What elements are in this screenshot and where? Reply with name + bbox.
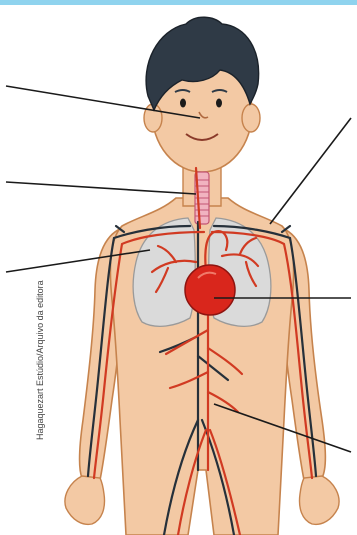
leader-line-trachea bbox=[6, 182, 196, 194]
leader-line-arm-vessel bbox=[270, 118, 351, 224]
image-credit: Hagaquezart Estúdio/Arquivo da editora bbox=[34, 240, 46, 440]
left-hand bbox=[65, 476, 105, 524]
torso bbox=[110, 198, 293, 535]
right-hand bbox=[300, 476, 340, 524]
right-ear bbox=[242, 104, 260, 132]
right-eye bbox=[216, 99, 222, 108]
left-eye bbox=[180, 99, 186, 108]
